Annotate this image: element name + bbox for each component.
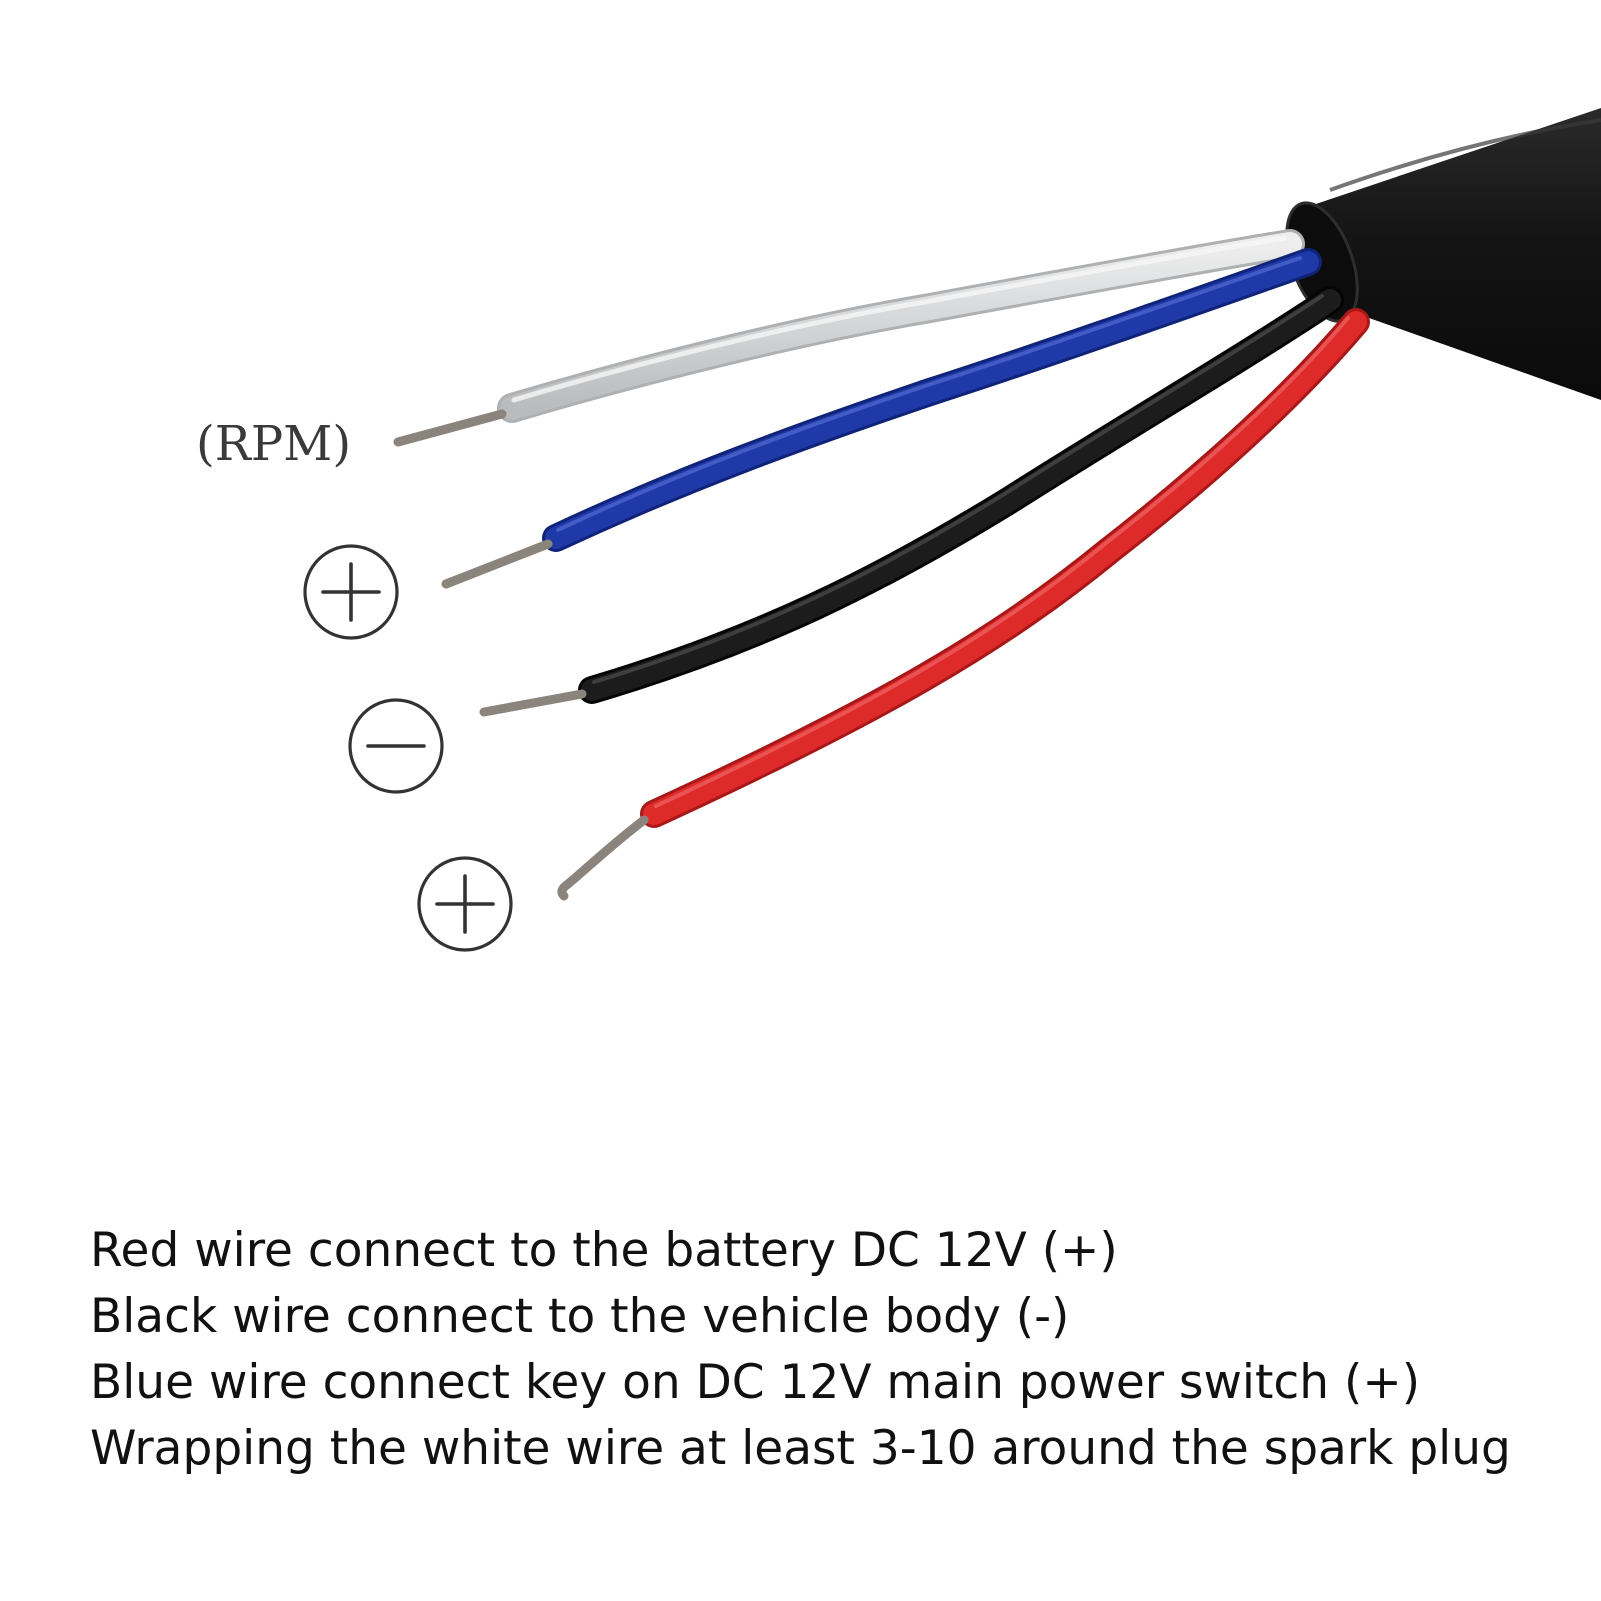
- instruction-black-wire: Black wire connect to the vehicle body (…: [90, 1289, 1070, 1344]
- red-wire: [557, 308, 1370, 901]
- white-wire-tip: [393, 409, 507, 447]
- instruction-blue-wire: Blue wire connect key on DC 12V main pow…: [90, 1355, 1421, 1410]
- blue-wire: [441, 248, 1322, 589]
- black-wire-tip: [479, 689, 587, 717]
- red-wire-tip: [557, 815, 649, 901]
- instruction-red-wire: Red wire connect to the battery DC 12V (…: [90, 1223, 1118, 1278]
- minus-circle-icon: [348, 698, 444, 794]
- wiring-diagram: (RPM): [196, 108, 1601, 952]
- black-wire: [479, 286, 1344, 717]
- white-wire: [393, 229, 1305, 447]
- wiring-instructions: Red wire connect to the battery DC 12V (…: [90, 1218, 1570, 1482]
- plus-circle-icon: [303, 544, 399, 640]
- blue-wire-tip: [441, 539, 553, 589]
- rpm-label: (RPM): [196, 416, 351, 472]
- instruction-white-wire: Wrapping the white wire at least 3-10 ar…: [90, 1421, 1511, 1476]
- plus-circle-icon: [417, 856, 513, 952]
